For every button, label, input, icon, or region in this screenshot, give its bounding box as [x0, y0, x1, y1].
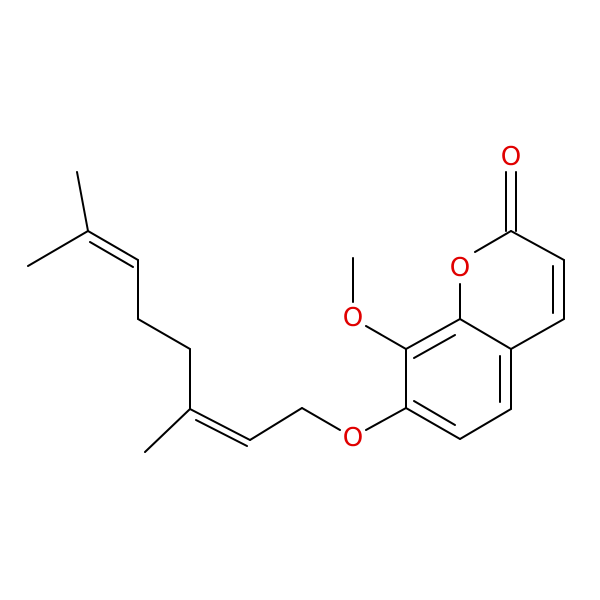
- carbonyl-group: [505, 171, 517, 232]
- bond-c2-c4-double-b: [89, 241, 134, 268]
- pyranone-ring: [459, 230, 565, 350]
- atom-o-ether: O: [343, 423, 363, 453]
- bond-ar8a-ar4a: [459, 318, 512, 350]
- benzene-ring: [405, 318, 512, 440]
- bond-c2-c3: [27, 230, 89, 267]
- bond-c7-c8: [144, 408, 191, 453]
- bond-c1-c2: [76, 171, 89, 232]
- bond-c2-c4-double-a: [87, 230, 139, 261]
- bond-c9-c10: [249, 407, 303, 441]
- bond-o-ar7: [365, 407, 407, 431]
- bond-ar5-ar6: [459, 408, 512, 440]
- bond-ar8-ar8a-inner: [413, 334, 456, 359]
- atom-o-methoxy: O: [343, 303, 363, 333]
- bond-c7-c9-double-b: [195, 419, 248, 447]
- bond-c10-o: [301, 407, 341, 431]
- methoxy-group: [352, 257, 407, 350]
- bond-c4-ar4a: [510, 318, 565, 350]
- geranyl-chain: [27, 171, 341, 453]
- bond-ar6-ar7: [405, 407, 461, 440]
- atom-labels: O O O O: [340, 142, 524, 453]
- bond-oring-c2: [474, 230, 512, 253]
- bond-c2-c3: [510, 230, 565, 261]
- atom-o-ring: O: [450, 253, 470, 283]
- bond-ar8-omethoxy: [365, 325, 407, 350]
- ether-link: [365, 407, 407, 431]
- bond-c7-c9-double-a: [189, 408, 251, 441]
- bond-ar6-ar7-inner: [413, 400, 456, 426]
- atom-o-carbonyl: O: [501, 142, 521, 172]
- bond-c5-c6: [137, 318, 191, 350]
- bond-ar8-ar8a: [405, 318, 461, 350]
